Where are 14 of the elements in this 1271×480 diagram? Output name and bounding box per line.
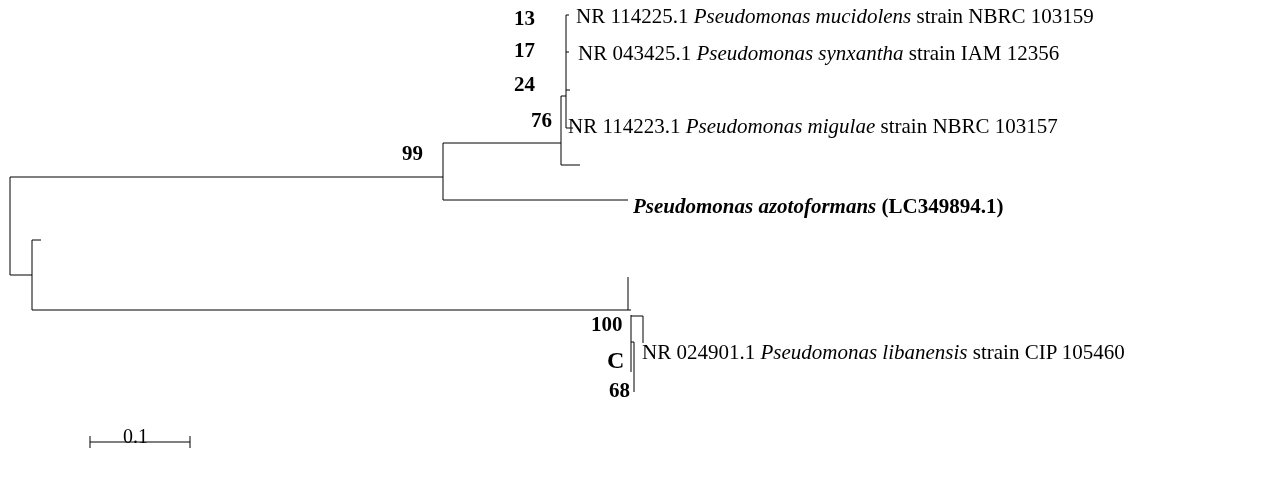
taxon-label: Pseudomonas azotoformans (LC349894.1) <box>633 196 1004 217</box>
bootstrap-value: 99 <box>402 143 423 164</box>
bootstrap-value: 13 <box>514 8 535 29</box>
scale-label: 0.1 <box>123 426 148 446</box>
bootstrap-value: 24 <box>514 74 535 95</box>
taxon-label: NR 043425.1 Pseudomonas synxantha strain IAM 12356 <box>578 43 1060 64</box>
taxon-label: NR 114225.1 Pseudomonas mucidolens strain NBRC 103159 <box>576 6 1094 27</box>
bootstrap-value: 68 <box>609 380 630 401</box>
taxon-label: NR 024901.1 Pseudomonas libanensis strain CIP 105460 <box>642 342 1125 363</box>
bootstrap-value: 17 <box>514 40 535 61</box>
bootstrap-value: 76 <box>531 110 552 131</box>
taxon-label: NR 114223.1 Pseudomonas migulae strain NBRC 103157 <box>568 116 1058 137</box>
node-label: C <box>607 348 625 372</box>
bootstrap-value: 100 <box>591 314 623 335</box>
